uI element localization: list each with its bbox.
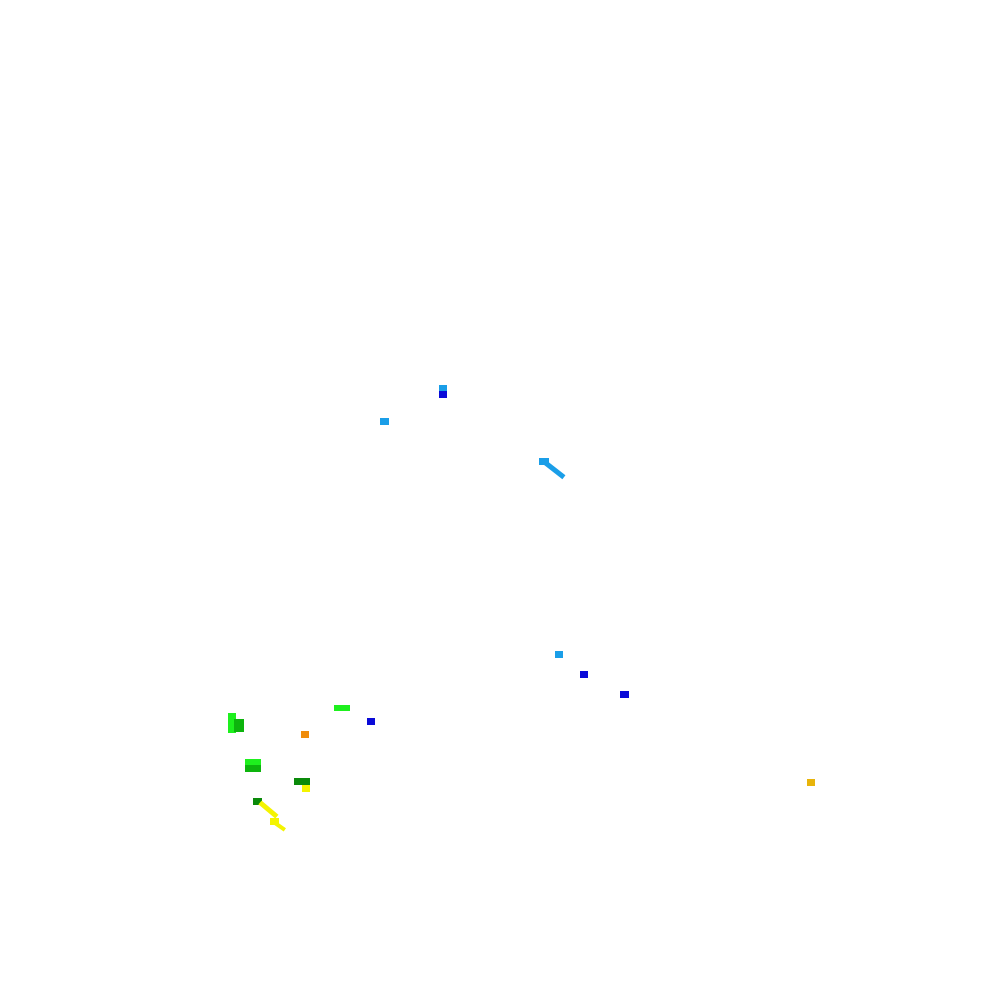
- color-patch: [580, 671, 588, 678]
- color-patch: [294, 778, 310, 785]
- color-patch: [367, 718, 375, 725]
- color-patch: [439, 385, 447, 391]
- color-patch: [380, 418, 389, 425]
- color-patch: [807, 779, 815, 786]
- color-patch: [245, 759, 261, 766]
- color-streak: [258, 800, 279, 819]
- color-patch: [245, 765, 261, 772]
- color-streak: [543, 460, 566, 480]
- color-patch: [301, 731, 309, 738]
- color-patch: [620, 691, 629, 698]
- color-streak: [273, 821, 286, 832]
- color-patch: [439, 391, 447, 398]
- color-patch: [539, 458, 549, 465]
- color-patch: [334, 705, 350, 711]
- color-patch: [253, 798, 262, 805]
- color-patch: [228, 713, 236, 733]
- color-patch: [555, 651, 563, 658]
- color-patch: [234, 719, 244, 732]
- color-patch: [302, 785, 310, 792]
